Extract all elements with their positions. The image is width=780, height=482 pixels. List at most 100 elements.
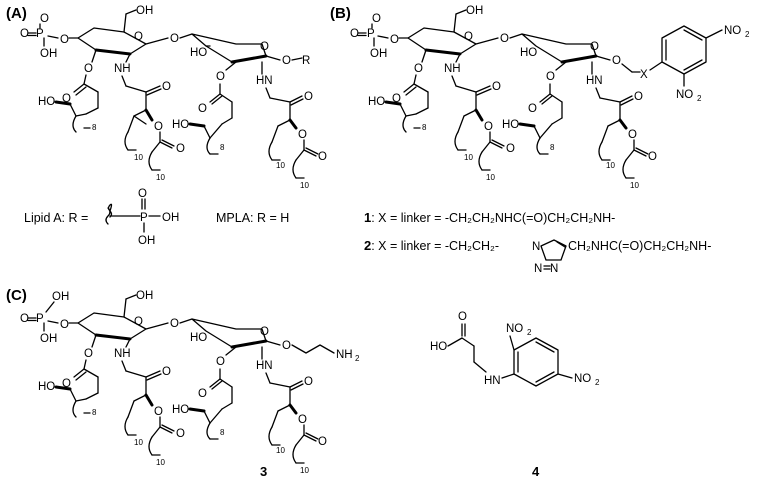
atom-nh: NH [444, 63, 461, 75]
atom-ho: HO [38, 96, 55, 108]
atom-o: O [282, 340, 291, 352]
atom-o: O [648, 151, 657, 163]
chain-count-10: 10 [276, 161, 285, 170]
subscript-2: 2 [697, 94, 702, 103]
atom-o: O [546, 71, 555, 83]
atom-o: O [20, 28, 29, 40]
nitro-group: NO [506, 323, 523, 335]
chain-count-10: 10 [134, 438, 143, 447]
atom-o: O [176, 428, 185, 440]
atom-o: O [62, 93, 71, 105]
atom-ho: HO [502, 119, 519, 131]
atom-o: O [318, 151, 327, 163]
lipid-a-caption: Lipid A: R = [24, 211, 88, 225]
triazole-n: N [534, 263, 542, 275]
chain-count-8: 8 [92, 408, 97, 417]
atom-oh: OH [40, 333, 57, 345]
atom-o: O [176, 143, 185, 155]
atom-o: O [154, 121, 163, 133]
subscript-2: 2 [595, 378, 600, 387]
atom-o: O [198, 103, 207, 115]
atom-o: O [372, 13, 381, 25]
nitro-group: NO [574, 373, 591, 385]
compound-1-number: 1 [364, 210, 371, 225]
atom-o: O [84, 63, 93, 75]
atom-oh: OH [40, 48, 57, 60]
panel-a: (A) O O P OH O O OH O O HO 8 [6, 5, 327, 247]
chain-count-10: 10 [486, 173, 495, 182]
glycosidic-oxygen: O [170, 33, 179, 45]
atom-o: O [216, 356, 225, 368]
chain-count-10: 10 [156, 458, 165, 467]
atom-ho: HO [172, 404, 189, 416]
triazole-n: N [550, 263, 558, 275]
atom-o: O [612, 55, 621, 67]
atom-p: P [367, 28, 375, 40]
atom-o: O [162, 366, 171, 378]
atom-ho: HO [190, 332, 207, 344]
atom-p: P [36, 28, 44, 40]
ring-oxygen: O [134, 31, 143, 43]
atom-o: O [350, 28, 359, 40]
caption-oh: OH [162, 212, 179, 224]
atom-oh: OH [136, 290, 153, 302]
chain-count-8: 8 [550, 143, 555, 152]
chain-count-10: 10 [464, 153, 473, 162]
compound-2-text-a: : X = linker = -CH₂CH₂- [371, 239, 499, 253]
compound-2-number: 2 [364, 238, 371, 253]
panel-b-label: (B) [330, 5, 351, 22]
substituent-r: R [302, 55, 310, 67]
atom-o: O [528, 103, 537, 115]
panel-b: (B) O O P OH O O OH O O HO 8 [330, 5, 750, 275]
mpla-caption: MPLA: R = H [216, 211, 289, 225]
atom-o: O [162, 81, 171, 93]
atom-oh: OH [136, 5, 153, 17]
atom-oh: OH [370, 48, 387, 60]
glycosidic-oxygen: O [170, 318, 179, 330]
subscript-2: 2 [355, 354, 360, 363]
atom-o: O [506, 143, 515, 155]
atom-o: O [304, 91, 313, 103]
atom-ho: HO [430, 341, 447, 353]
amine-group: NH [336, 349, 353, 361]
panel-c-label: (C) [6, 287, 27, 304]
atom-oh: OH [466, 5, 483, 17]
atom-o: O [198, 388, 207, 400]
atom-o: O [304, 376, 313, 388]
atom-o: O [62, 378, 71, 390]
atom-o: O [318, 436, 327, 448]
ring-oxygen: O [590, 41, 599, 53]
compound-4-label: 4 [532, 464, 540, 479]
atom-o: O [282, 55, 291, 67]
atom-o: O [458, 311, 467, 323]
compound-2-caption: 2: X = linker = -CH₂CH₂- [364, 238, 499, 253]
compound-1-text: : X = linker = -CH₂CH₂NHC(=O)CH₂CH₂NH- [371, 211, 615, 225]
caption-phosphorus: P [140, 212, 148, 224]
atom-o: O [628, 129, 637, 141]
nitro-group: NO [724, 25, 741, 37]
atom-ho: HO [38, 381, 55, 393]
triazole-n: N [532, 241, 540, 253]
atom-nh: NH [114, 348, 131, 360]
atom-o: O [392, 93, 401, 105]
atom-o: O [414, 63, 423, 75]
chain-count-10: 10 [156, 173, 165, 182]
atom-ho: HO [190, 47, 207, 59]
ring-oxygen: O [134, 316, 143, 328]
atom-o: O [60, 319, 69, 331]
atom-o: O [298, 129, 307, 141]
atom-p: P [36, 313, 44, 325]
atom-o: O [84, 348, 93, 360]
chain-count-10: 10 [276, 446, 285, 455]
chain-count-8: 8 [220, 428, 225, 437]
atom-o: O [634, 91, 643, 103]
atom-hn: HN [484, 375, 501, 387]
subscript-2: 2 [527, 328, 532, 337]
chain-count-10: 10 [300, 466, 309, 475]
ring-oxygen: O [260, 326, 269, 338]
caption-oxygen: O [138, 188, 147, 200]
linker-x: X [640, 69, 648, 81]
chain-count-10: 10 [134, 153, 143, 162]
chain-count-10: 10 [300, 181, 309, 190]
